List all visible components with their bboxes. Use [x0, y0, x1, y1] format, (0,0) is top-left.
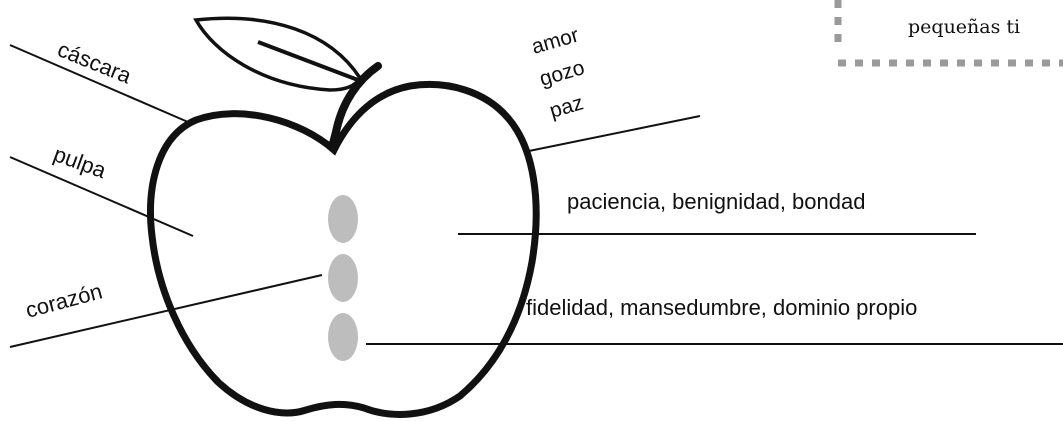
label-corazon: corazón: [23, 278, 105, 322]
cascara-leader: [9, 44, 189, 123]
apple-icon: [147, 80, 540, 418]
label-bottom: fidelidad, mansedumbre, dominio propio: [526, 295, 917, 320]
label-pulpa: pulpa: [50, 141, 110, 183]
seed-icon: [328, 254, 358, 302]
callout-box: pequeñas ti: [834, 0, 1063, 67]
pulpa-leader: [9, 156, 194, 237]
corazon-leader: [9, 274, 323, 348]
leaf-icon: [193, 16, 363, 92]
label-paz: paz: [547, 91, 586, 122]
leader-lines: [9, 44, 1063, 348]
stem-icon: [324, 62, 382, 166]
seed-icon: [328, 313, 358, 361]
peel-leader: [523, 115, 701, 153]
leaf-vein: [257, 40, 359, 82]
seed-icon: [328, 195, 358, 243]
label-gozo: gozo: [537, 56, 587, 91]
label-amor: amor: [529, 24, 581, 59]
callout-text: pequeñas ti: [908, 16, 1020, 38]
label-middle: paciencia, benignidad, bondad: [567, 189, 865, 214]
